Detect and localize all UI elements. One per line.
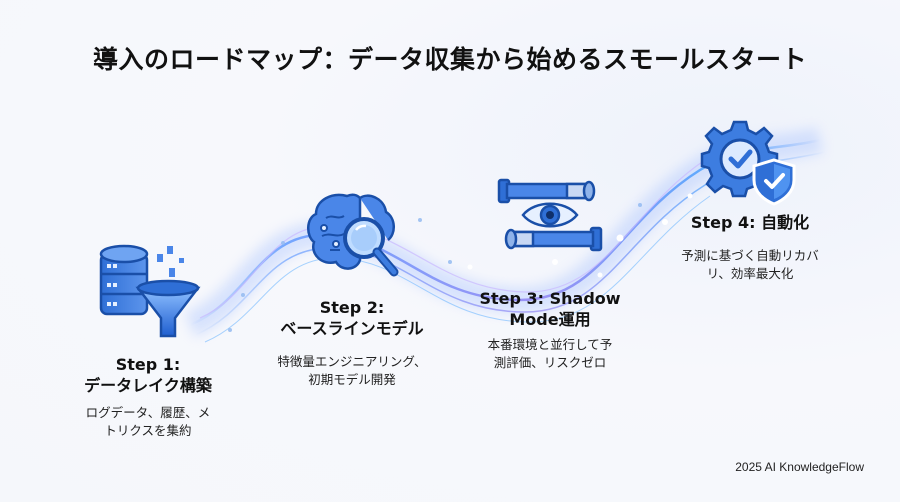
step-3-subtitle: Mode運用 xyxy=(509,310,591,329)
database-funnel-icon xyxy=(99,244,201,338)
step-4: Step 4: 自動化 予測に基づく自動リカバ リ、効率最大化 xyxy=(660,118,840,283)
step-4-desc-line2: リ、効率最大化 xyxy=(706,266,794,281)
step-1: Step 1: データレイク構築 ログデータ、履歴、メ トリクスを集約 xyxy=(58,240,238,440)
step-2-title: Step 2: xyxy=(319,298,385,317)
step-2: Step 2: ベースラインモデル 特徴量エンジニアリング、 初期モデル開発 xyxy=(262,188,442,389)
step-3-desc-line1: 本番環境と並行して予 xyxy=(487,337,613,352)
footer-copyright: 2025 AI KnowledgeFlow xyxy=(735,460,864,474)
step-2-subtitle: ベースラインモデル xyxy=(280,319,424,338)
step-2-desc-line2: 初期モデル開発 xyxy=(308,372,396,387)
step-3: Step 3: Shadow Mode運用 本番環境と並行して予 測評価、リスク… xyxy=(460,176,640,372)
step-1-title: Step 1: xyxy=(115,355,181,374)
step-1-desc-line1: ログデータ、履歴、メ xyxy=(85,405,211,420)
step-1-subtitle: データレイク構築 xyxy=(84,376,212,395)
step-4-desc-line1: 予測に基づく自動リカバ xyxy=(681,248,819,263)
step-1-desc-line2: トリクスを集約 xyxy=(104,423,192,438)
page-title: 導入のロードマップ：データ収集から始めるスモールスタート xyxy=(92,45,807,74)
gear-shield-icon xyxy=(700,120,796,206)
step-4-title: Step 4: 自動化 xyxy=(690,213,810,232)
brain-magnifier-icon xyxy=(307,193,399,277)
step-3-desc-line2: 測評価、リスクゼロ xyxy=(493,355,607,370)
step-2-desc-line1: 特徴量エンジニアリング、 xyxy=(277,354,427,369)
step-3-title: Step 3: Shadow xyxy=(479,289,621,308)
pipes-eye-icon xyxy=(497,178,603,252)
